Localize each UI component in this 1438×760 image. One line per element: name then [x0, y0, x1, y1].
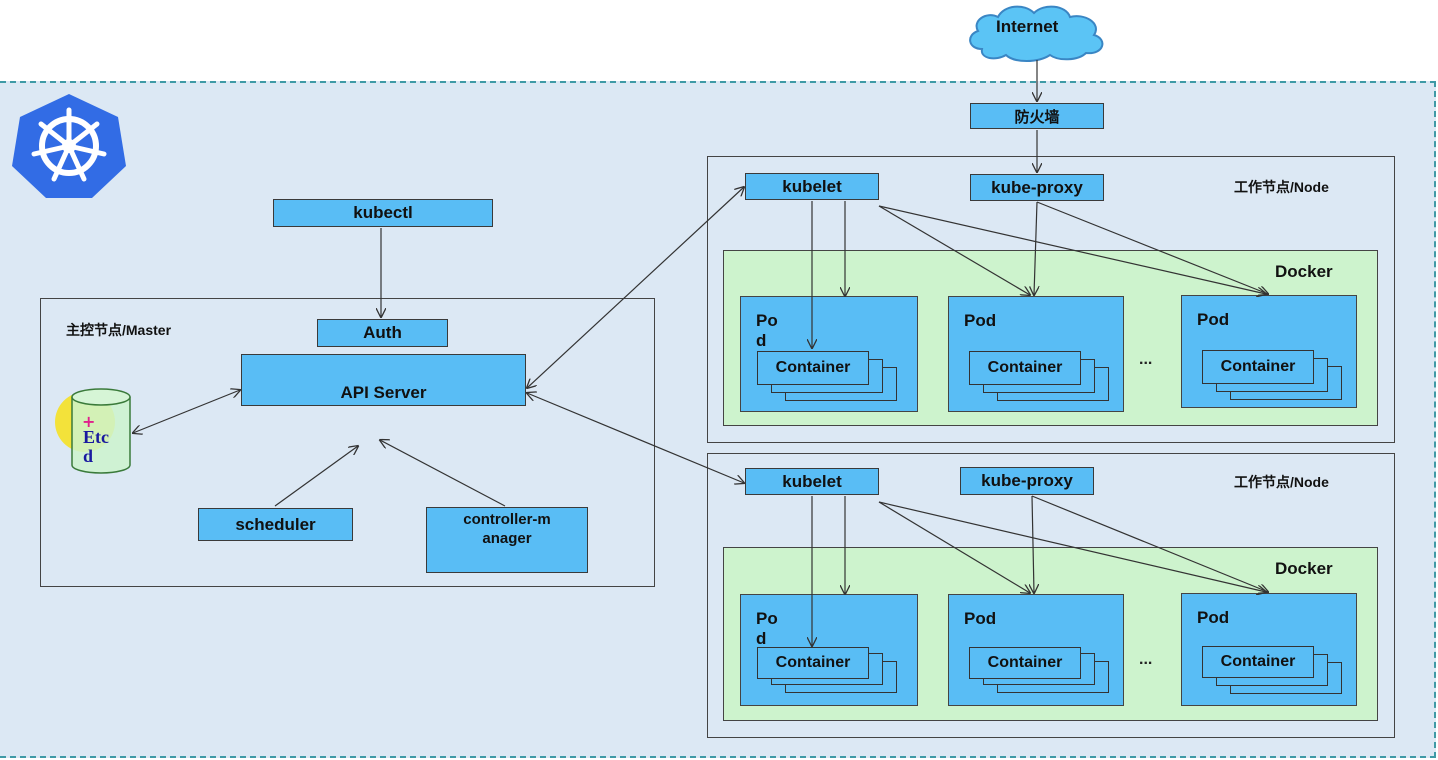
- controller-manager-box: controller-manager: [426, 507, 588, 573]
- docker-label-2: Docker: [1275, 559, 1333, 578]
- more-pods-ellipsis-2: ...: [1139, 651, 1153, 668]
- arrow-controller-api: [380, 440, 506, 507]
- arrow-scheduler-api: [274, 446, 358, 507]
- cloud-icon: [969, 5, 1104, 62]
- container-box: Container: [757, 647, 869, 679]
- database-cylinder-icon: +: [55, 388, 131, 474]
- kube-proxy-box-1: kube-proxy: [970, 174, 1104, 201]
- worker-node-frame-2: [707, 453, 1395, 738]
- container-box: Container: [1202, 350, 1314, 384]
- container-box: Container: [969, 647, 1081, 679]
- pod-label: Pod: [1197, 310, 1230, 329]
- pod-label: Pod: [964, 311, 997, 330]
- container-box: Container: [1202, 646, 1314, 678]
- more-pods-ellipsis-1: ...: [1139, 351, 1153, 368]
- arrow-api-kubelet2: [527, 393, 744, 483]
- api-server-box: API Server: [241, 354, 526, 406]
- container-box: Container: [757, 351, 869, 385]
- docker-label-1: Docker: [1275, 262, 1333, 281]
- pod-1-1: Pod Container: [740, 296, 918, 412]
- svg-text:+: +: [82, 412, 95, 431]
- kube-proxy-box-2: kube-proxy: [960, 467, 1094, 495]
- kubelet-box-1: kubelet: [745, 173, 879, 200]
- master-node-title: 主控节点/Master: [66, 322, 172, 338]
- firewall-box: 防火墙: [970, 103, 1104, 129]
- pod-label: Pod: [756, 609, 778, 648]
- pod-label: Pod: [964, 609, 997, 628]
- arrow-api-etcd: [133, 390, 240, 433]
- pod-1-3: Pod Container: [1181, 295, 1357, 408]
- worker-node-title-1: 工作节点/Node: [1234, 179, 1329, 195]
- kubernetes-helm-icon: [12, 94, 126, 198]
- arrow-api-kubelet1: [527, 187, 744, 388]
- controller-manager-label: controller-manager: [463, 511, 551, 547]
- kubectl-box: kubectl: [273, 199, 493, 227]
- pod-1-2: Pod Container: [948, 296, 1124, 412]
- pod-2-1: Pod Container: [740, 594, 918, 706]
- worker-node-title-2: 工作节点/Node: [1234, 474, 1329, 490]
- pod-2-2: Pod Container: [948, 594, 1124, 706]
- auth-box: Auth: [317, 319, 448, 347]
- etcd-label: Etcd: [83, 427, 109, 466]
- kubelet-box-2: kubelet: [745, 468, 879, 495]
- container-box: Container: [969, 351, 1081, 385]
- internet-label: Internet: [996, 17, 1059, 36]
- pod-2-3: Pod Container: [1181, 593, 1357, 706]
- pod-label: Pod: [756, 311, 778, 350]
- scheduler-box: scheduler: [198, 508, 353, 541]
- pod-label: Pod: [1197, 608, 1230, 627]
